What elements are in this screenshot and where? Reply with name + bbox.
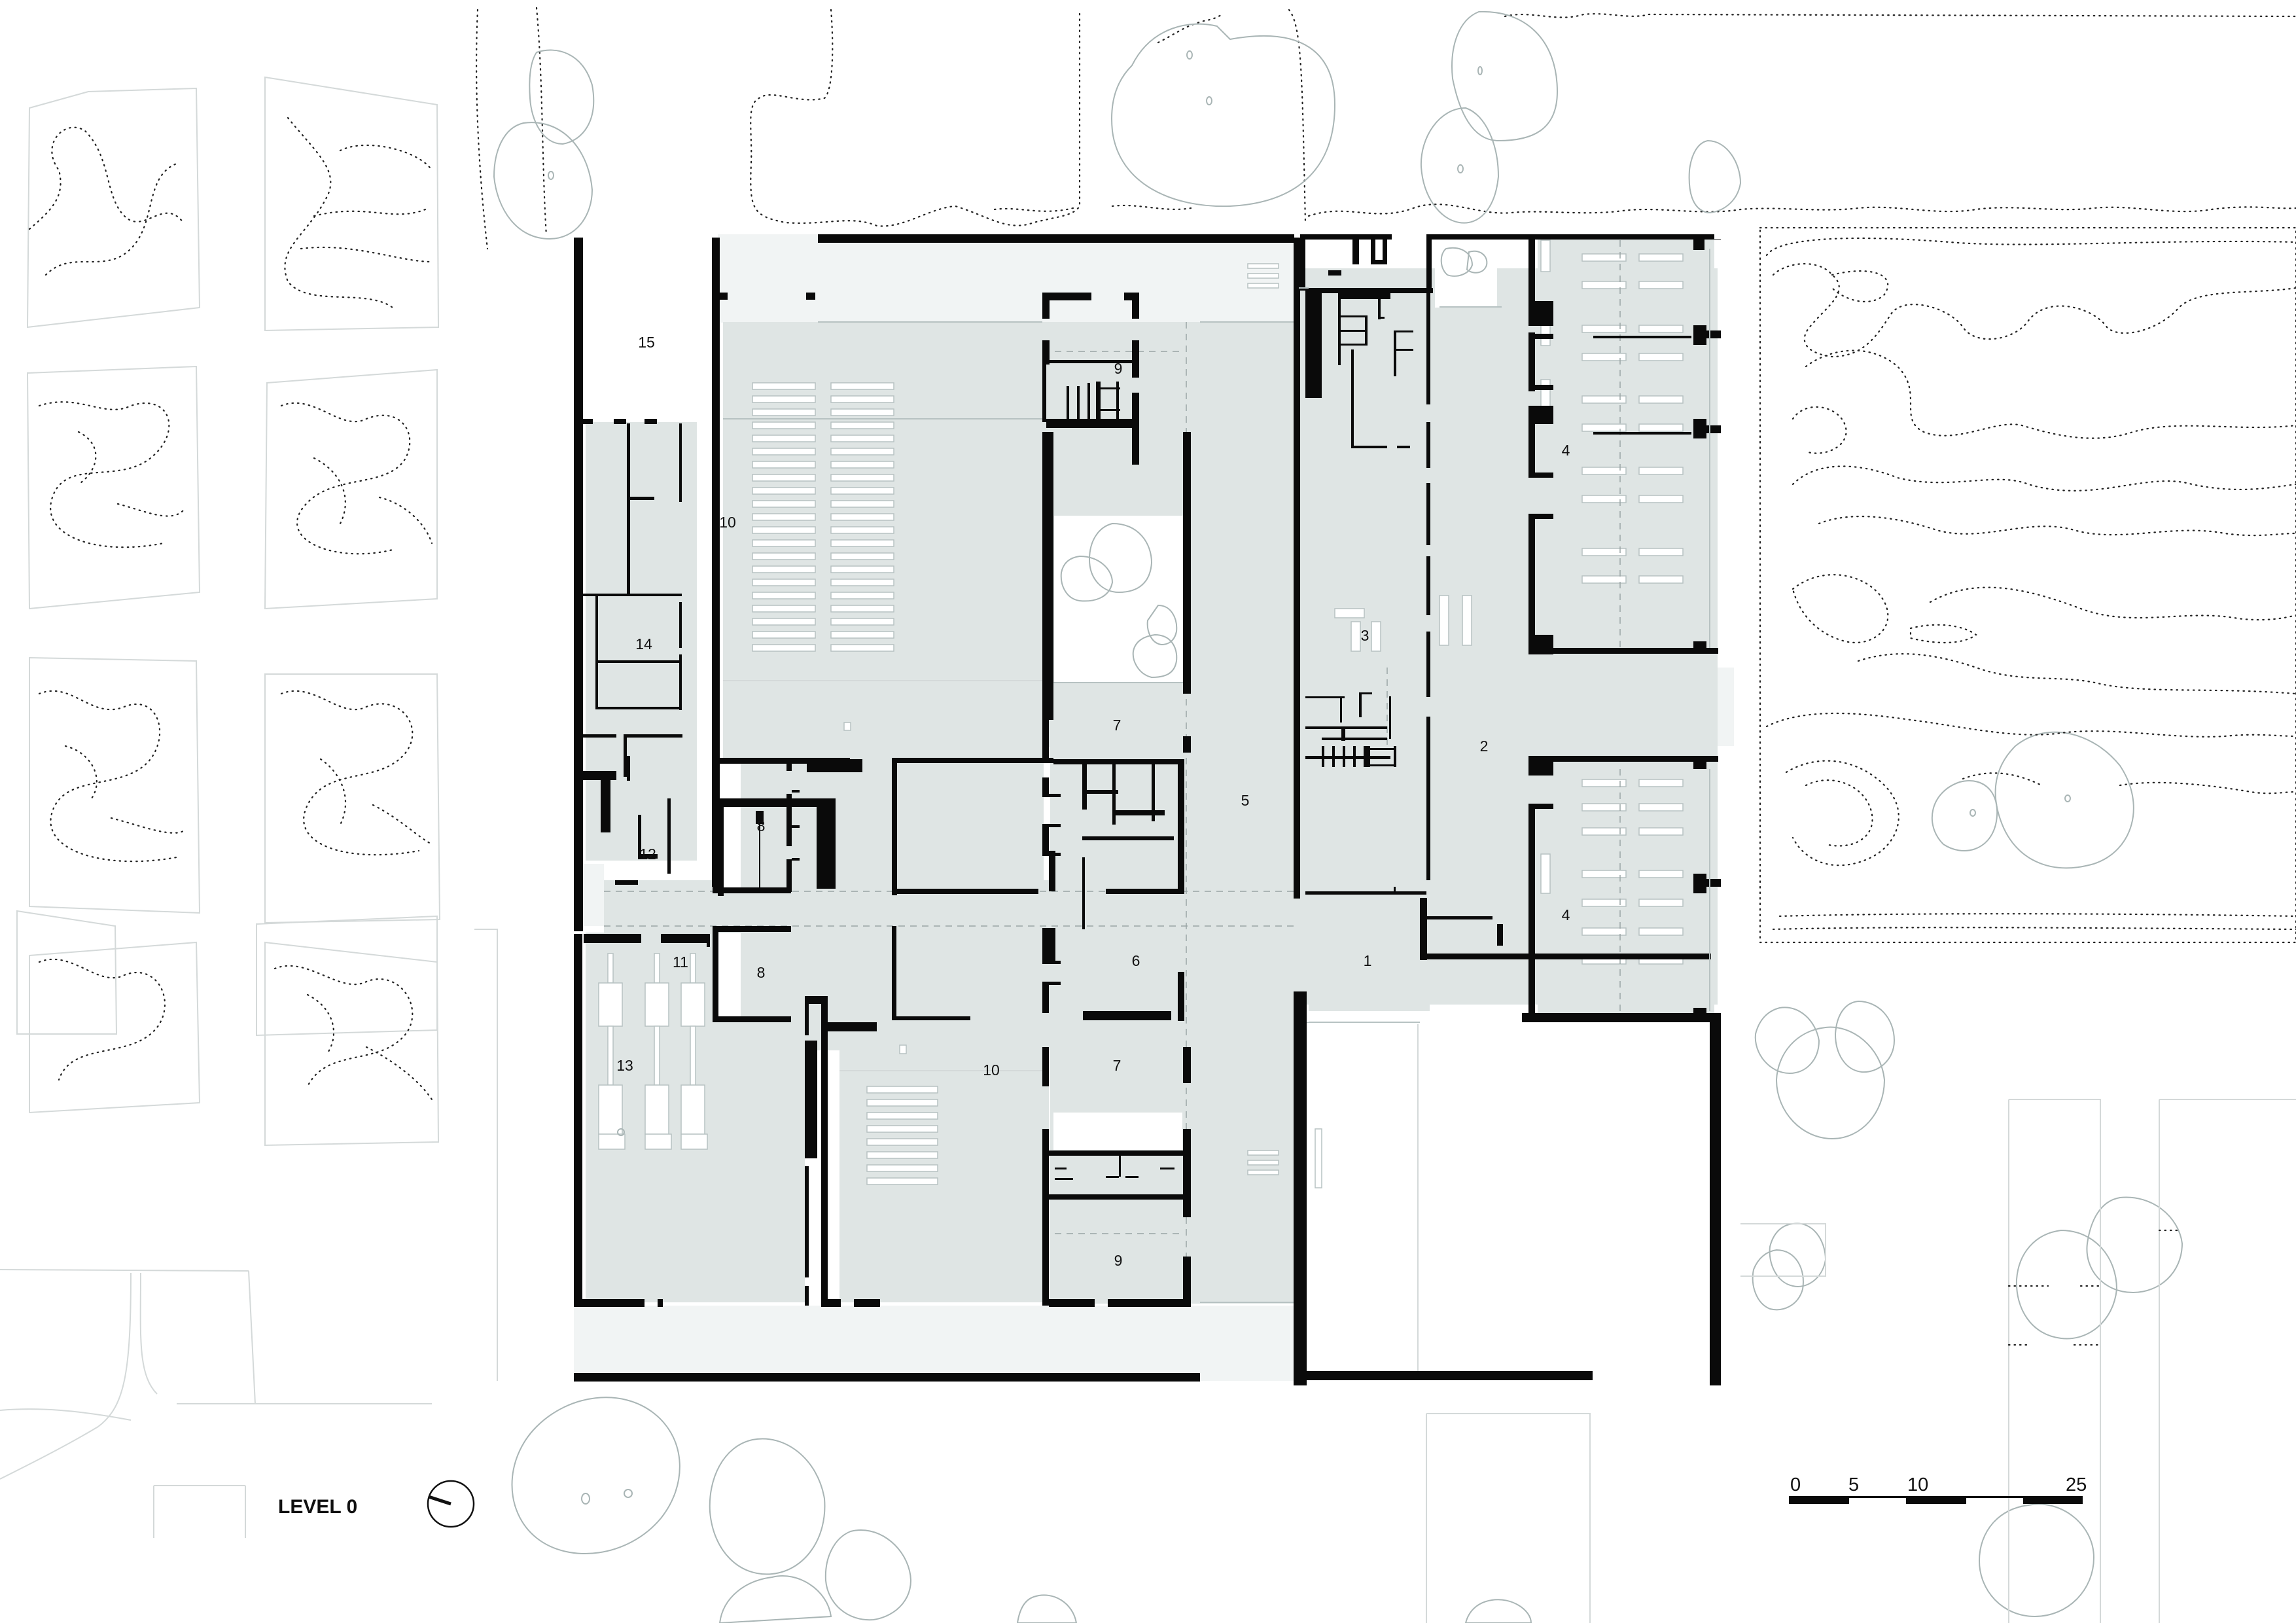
room-label-1: 1 [1364, 952, 1372, 969]
drawing-title-block: LEVEL 0 [278, 1480, 475, 1528]
top-planted-area [476, 7, 2296, 250]
seating-hall-south [839, 1044, 1047, 1185]
entrance-courtyard [1307, 1024, 1710, 1378]
scale-label-5: 5 [1848, 1474, 1859, 1495]
workshop-equipment-13 [598, 953, 708, 1150]
planted-squares [16, 76, 441, 1147]
room-label-10-south: 10 [983, 1061, 1000, 1079]
room-label-10-north: 10 [719, 514, 736, 531]
site-paths [0, 929, 2296, 1623]
room-label-14: 14 [635, 635, 652, 652]
room-label-4-north: 4 [1562, 442, 1570, 459]
south-covered-walkway [574, 1306, 1294, 1381]
walls [574, 234, 1721, 1385]
room-label-11: 11 [673, 954, 688, 971]
room-label-8-south: 8 [757, 964, 766, 981]
room-label-12: 12 [639, 846, 656, 863]
site-landscape [0, 7, 2296, 1623]
windows [723, 249, 1710, 1303]
room-label-3: 3 [1361, 627, 1369, 644]
room-label-5: 5 [1241, 792, 1250, 809]
building [574, 234, 1734, 1385]
north-covered-walkway [718, 234, 1294, 323]
room-label-7-north: 7 [1113, 717, 1122, 734]
room-label-7-south: 7 [1113, 1057, 1122, 1074]
room-label-15: 15 [638, 334, 655, 351]
room-label-2: 2 [1480, 738, 1489, 755]
scale-label-10: 10 [1907, 1474, 1928, 1495]
room-label-4-south: 4 [1562, 906, 1570, 923]
scale-label-0: 0 [1790, 1474, 1801, 1495]
inner-courtyards [716, 245, 1497, 1150]
scale-bar: 0 5 10 25 [1789, 1474, 2087, 1504]
room-label-13: 13 [616, 1057, 633, 1074]
scale-label-25: 25 [2066, 1474, 2087, 1495]
classroom-tables [1540, 240, 1684, 965]
room-label-8-north: 8 [757, 817, 766, 834]
drawing-title: LEVEL 0 [278, 1496, 357, 1518]
room-label-9-south: 9 [1114, 1252, 1123, 1269]
seating-hall-north [723, 382, 1052, 731]
hall-benches [1247, 263, 1472, 1188]
room-label-9-north: 9 [1114, 360, 1123, 377]
north-arrow-icon [427, 1480, 475, 1528]
room-labels: 1 2 3 4 4 5 6 7 7 8 8 9 9 10 10 11 12 13… [616, 334, 1570, 1269]
contour-garden [1759, 226, 2296, 944]
room-label-6: 6 [1132, 952, 1140, 969]
